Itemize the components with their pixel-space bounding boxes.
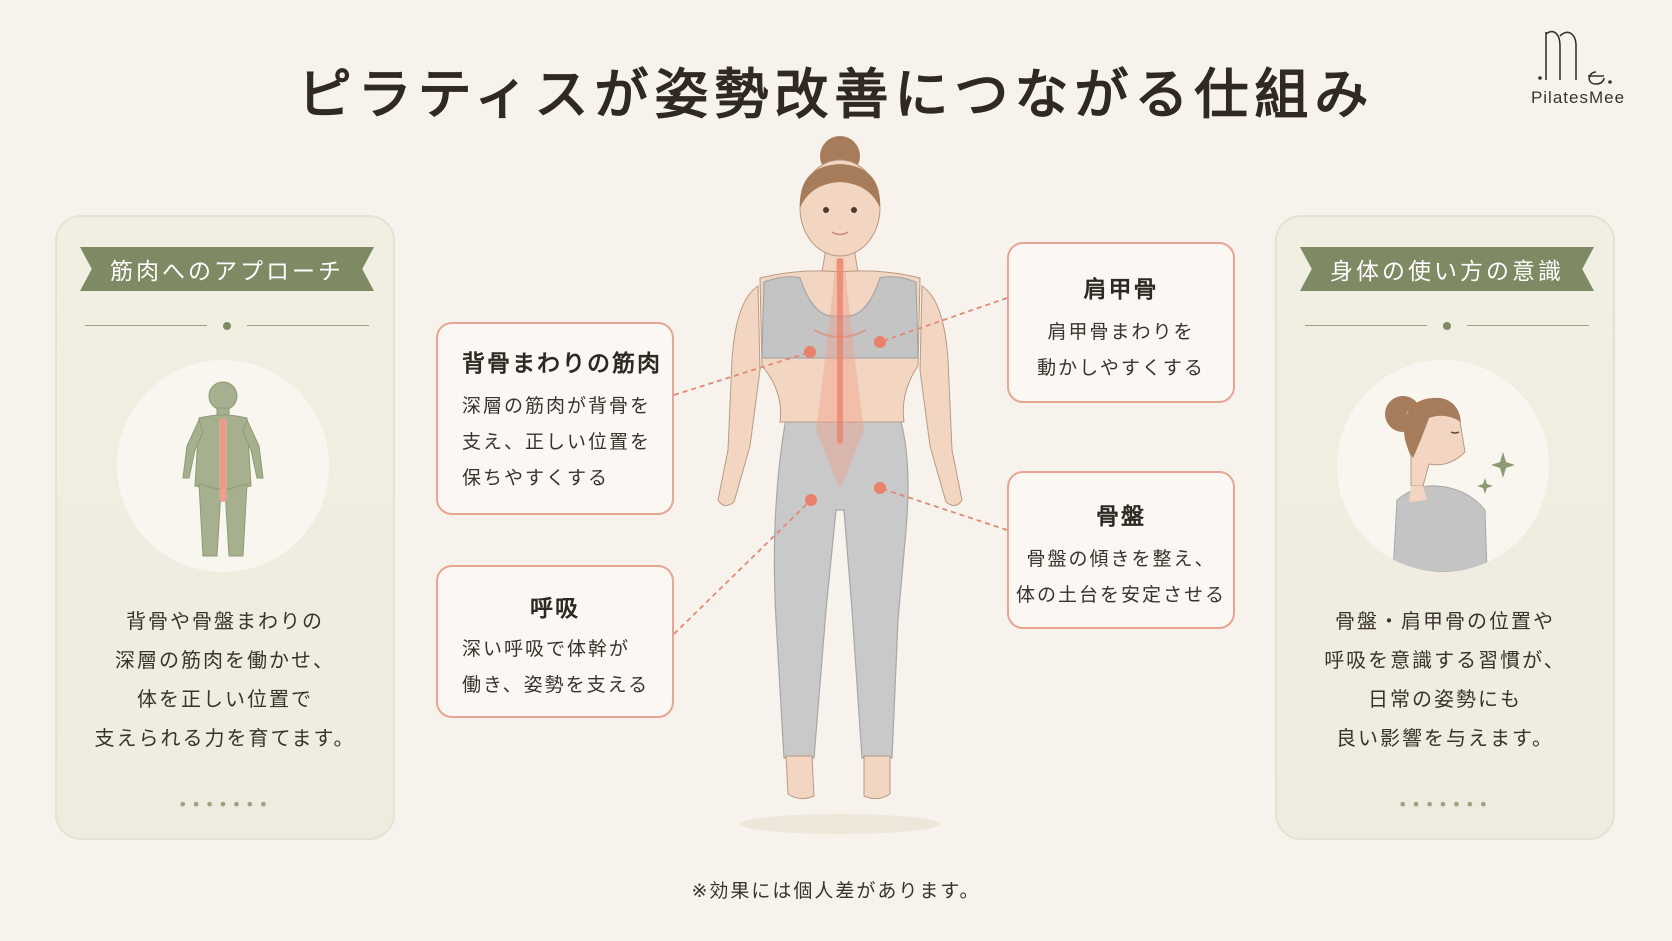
body-awareness-description: 骨盤・肩甲骨の位置や 呼吸を意識する習慣が、 日常の姿勢にも 良い影響を与えます… [1277,602,1613,758]
callout-line: 深層の筋肉が背骨を [462,395,652,417]
breathing-callout: 呼吸 深い呼吸で体幹が 働き、姿勢を支える [436,565,674,718]
posture-profile-illustration [1337,360,1549,572]
text-line: 骨盤・肩甲骨の位置や [1335,609,1555,633]
decorative-dots: ••••••• [177,795,273,814]
callout-line: 動かしやすくする [1037,357,1205,379]
text-line: 深層の筋肉を働かせ、 [115,648,335,672]
pelvis-callout: 骨盤 骨盤の傾きを整え、 体の土台を安定させる [1007,471,1235,629]
text-line: 背骨や骨盤まわりの [126,609,324,633]
muscle-approach-ribbon: 筋肉へのアプローチ [80,247,374,291]
text-line: 支えられる力を育てます。 [94,726,356,750]
text-line: 日常の姿勢にも [1368,687,1522,711]
scapula-callout: 肩甲骨 肩甲骨まわりを 動かしやすくする [1007,242,1235,403]
logo-text: PilatesMee [1530,88,1626,107]
callout-line: 深い呼吸で体幹が [462,638,631,660]
body-awareness-ribbon: 身体の使い方の意識 [1300,247,1594,291]
callout-line: 骨盤の傾きを整え、 [1026,548,1216,570]
callout-line: 体の土台を安定させる [1015,584,1226,606]
spine-body-illustration [117,360,329,572]
callout-title: 肩甲骨 [1083,277,1159,303]
spine-muscle-callout: 背骨まわりの筋肉 深層の筋肉が背骨を 支え、正しい位置を 保ちやすくする [436,322,674,515]
woman-profile-icon [1385,396,1515,572]
text-line: 呼吸を意識する習慣が、 [1324,648,1566,672]
disclaimer-footnote: ※効果には個人差があります。 [691,880,981,902]
callout-title: 呼吸 [530,596,580,622]
decorative-dots: ••••••• [1397,795,1493,814]
muscle-approach-panel: 筋肉へのアプローチ 背骨や骨盤まわりの 深層の筋肉を働かせ、 体を正しい位置で … [55,215,395,840]
panel-divider [85,321,369,331]
panel-divider [1305,321,1589,331]
text-line: 体を正しい位置で [137,687,313,711]
callout-title: 背骨まわりの筋肉 [462,351,662,377]
body-silhouette-icon [182,381,264,557]
logo-mark-icon [1538,30,1612,85]
callout-line: 肩甲骨まわりを [1047,321,1195,343]
callout-line: 働き、姿勢を支える [462,674,650,696]
callout-line: 保ちやすくする [462,467,610,489]
muscle-approach-description: 背骨や骨盤まわりの 深層の筋肉を働かせ、 体を正しい位置で 支えられる力を育てま… [57,602,393,758]
brand-logo: PilatesMee [1508,24,1648,134]
text-line: 良い影響を与えます。 [1336,726,1554,750]
body-awareness-panel: 身体の使い方の意識 骨盤・肩甲骨の位置や 呼吸を意識する習慣が、 日常の姿勢にも… [1275,215,1615,840]
page-title: ピラティスが姿勢改善につながる仕組み [297,63,1375,126]
central-body-figure [717,136,963,834]
callout-line: 支え、正しい位置を [462,431,652,453]
callout-title: 骨盤 [1096,504,1146,530]
